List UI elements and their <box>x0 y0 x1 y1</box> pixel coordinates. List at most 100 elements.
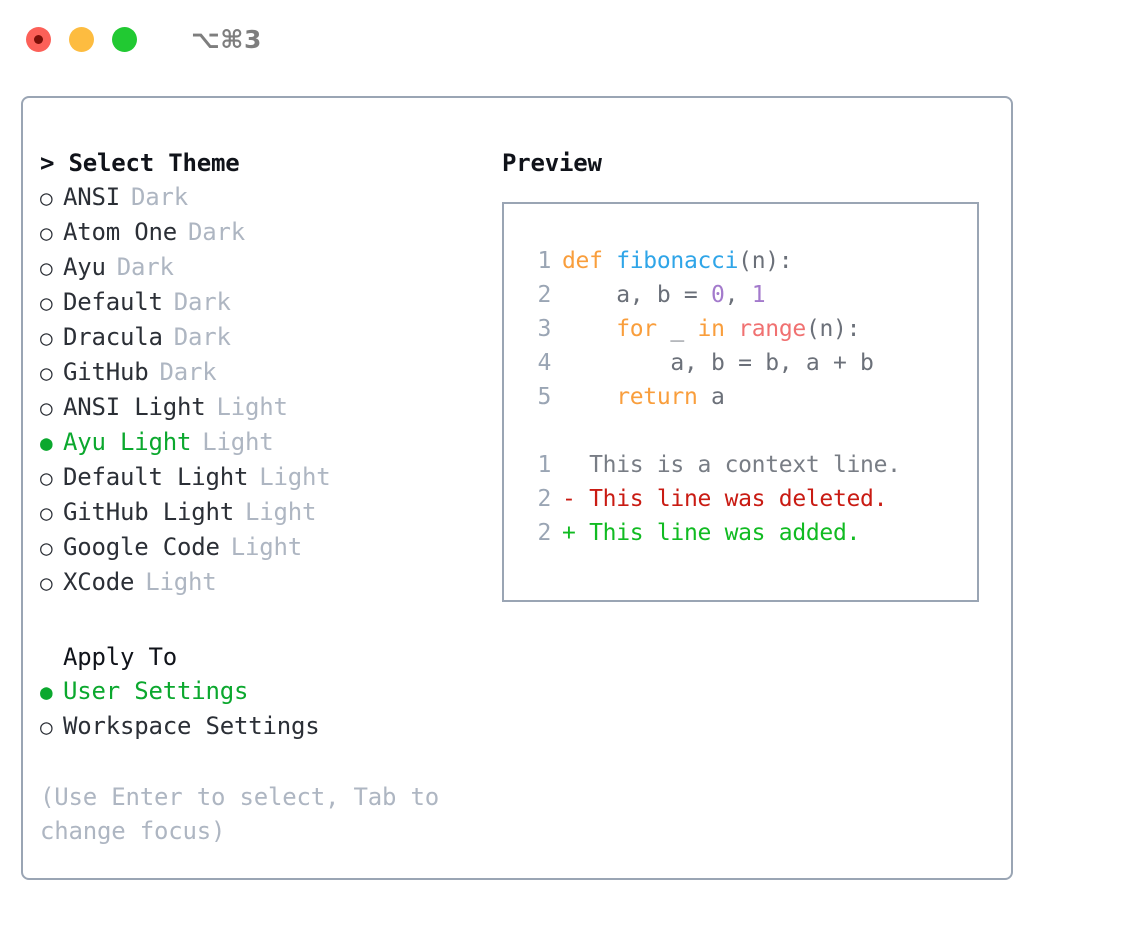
diff-marker-icon: - <box>562 486 590 512</box>
section-spacer <box>40 600 502 640</box>
code-token-kw: def <box>562 248 617 274</box>
theme-option-ayu[interactable]: ○ Ayu Dark <box>40 250 502 285</box>
diff-line-text: This is a context line. <box>589 452 901 478</box>
radio-unselected-icon: ○ <box>40 501 53 525</box>
code-token-kw: in <box>697 316 725 342</box>
apply-option-label: User Settings <box>63 677 249 705</box>
radio-unselected-icon: ○ <box>40 256 53 280</box>
code-token-txt: (n): <box>805 316 861 342</box>
theme-option-label: GitHub <box>63 358 149 386</box>
theme-variant-badge: Light <box>216 393 288 421</box>
diff-line-del: 2- This line was deleted. <box>521 482 977 516</box>
radio-selected-icon: ● <box>40 680 53 704</box>
theme-option-ansi-light[interactable]: ○ ANSI Light Light <box>40 390 502 425</box>
theme-variant-badge: Light <box>245 498 317 526</box>
select-theme-title: Select Theme <box>68 149 240 177</box>
theme-option-default[interactable]: ○ Default Dark <box>40 285 502 320</box>
code-line-number: 5 <box>537 384 551 410</box>
code-line-number: 1 <box>537 248 551 274</box>
code-line-number: 2 <box>537 282 551 308</box>
diff-sample: 1 This is a context line.2- This line wa… <box>521 448 977 550</box>
theme-option-label: Dracula <box>63 323 163 351</box>
radio-unselected-icon: ○ <box>40 361 53 385</box>
diff-line-ctx: 1 This is a context line. <box>521 448 977 482</box>
radio-unselected-icon: ○ <box>40 291 53 315</box>
theme-variant-badge: Light <box>145 568 217 596</box>
theme-variant-badge: Light <box>259 463 331 491</box>
diff-line-text: This line was deleted. <box>589 486 888 512</box>
radio-unselected-icon: ○ <box>40 186 53 210</box>
theme-option-label: Default <box>63 288 163 316</box>
code-token-num: 0 <box>711 282 725 308</box>
close-button[interactable] <box>26 26 51 52</box>
theme-option-dracula[interactable]: ○ Dracula Dark <box>40 320 502 355</box>
code-token-txt <box>725 316 739 342</box>
code-token-txt: , <box>724 282 752 308</box>
theme-option-label: GitHub Light <box>63 498 234 526</box>
code-token-fn: fibonacci <box>616 248 739 274</box>
apply-option-user-settings[interactable]: ● User Settings <box>40 674 502 709</box>
code-line-content: a, b = 0, 1 <box>562 278 765 312</box>
diff-line-add: 2+ This line was added. <box>521 516 977 550</box>
theme-option-google-code[interactable]: ○ Google Code Light <box>40 530 502 565</box>
maximize-button[interactable] <box>112 26 137 52</box>
diff-line-number: 2 <box>537 486 551 512</box>
theme-variant-badge: Dark <box>131 183 188 211</box>
theme-option-label: Ayu Light <box>63 428 192 456</box>
theme-option-label: Ayu <box>63 253 106 281</box>
theme-option-label: ANSI Light <box>63 393 206 421</box>
theme-variant-badge: Light <box>230 533 302 561</box>
theme-variant-badge: Dark <box>173 323 231 351</box>
code-line-content: for _ in range(n): <box>562 312 860 346</box>
radio-unselected-icon: ○ <box>40 326 53 350</box>
diff-line-text: This line was added. <box>589 520 861 546</box>
code-token-txt: a <box>697 384 725 410</box>
minimize-button[interactable] <box>69 26 94 52</box>
radio-unselected-icon: ○ <box>40 396 53 420</box>
radio-unselected-icon: ○ <box>40 536 53 560</box>
apply-option-workspace-settings[interactable]: ○ Workspace Settings <box>40 709 502 744</box>
diff-line-content: This is a context line. <box>562 448 901 482</box>
code-token-txt: _ <box>656 316 698 342</box>
focus-caret-icon: > <box>40 149 69 177</box>
diff-line-content: - This line was deleted. <box>562 482 887 516</box>
radio-selected-icon: ● <box>40 431 53 455</box>
select-theme-heading: > Select Theme <box>40 146 502 180</box>
code-line: 5 return a <box>521 380 977 414</box>
code-line-content: return a <box>562 380 725 414</box>
theme-variant-badge: Dark <box>116 253 174 281</box>
diff-marker-icon <box>562 452 589 478</box>
theme-option-label: Google Code <box>63 533 220 561</box>
code-token-kw: for <box>616 316 657 342</box>
diff-marker-icon: + <box>562 520 590 546</box>
radio-unselected-icon: ○ <box>40 715 53 739</box>
theme-option-label: XCode <box>63 568 135 596</box>
theme-option-github-light[interactable]: ○ GitHub Light Light <box>40 495 502 530</box>
code-line-number: 4 <box>537 350 551 376</box>
code-line-content: def fibonacci(n): <box>562 244 793 278</box>
radio-unselected-icon: ○ <box>40 466 53 490</box>
code-line-number: 3 <box>537 316 551 342</box>
diff-line-number: 1 <box>537 452 551 478</box>
apply-option-label: Workspace Settings <box>63 712 320 740</box>
theme-variant-badge: Dark <box>173 288 231 316</box>
code-token-txt: a, b = b, a + b <box>562 350 874 376</box>
code-line-content: a, b = b, a + b <box>562 346 874 380</box>
keyboard-shortcut-label: ⌥⌘3 <box>191 24 262 54</box>
window-controls <box>26 26 137 52</box>
keyboard-hint: (Use Enter to select, Tab to change focu… <box>40 780 460 848</box>
theme-option-github[interactable]: ○ GitHub Dark <box>40 355 502 390</box>
apply-to-list: ● User Settings ○ Workspace Settings <box>40 674 502 744</box>
theme-variant-badge: Dark <box>159 358 217 386</box>
